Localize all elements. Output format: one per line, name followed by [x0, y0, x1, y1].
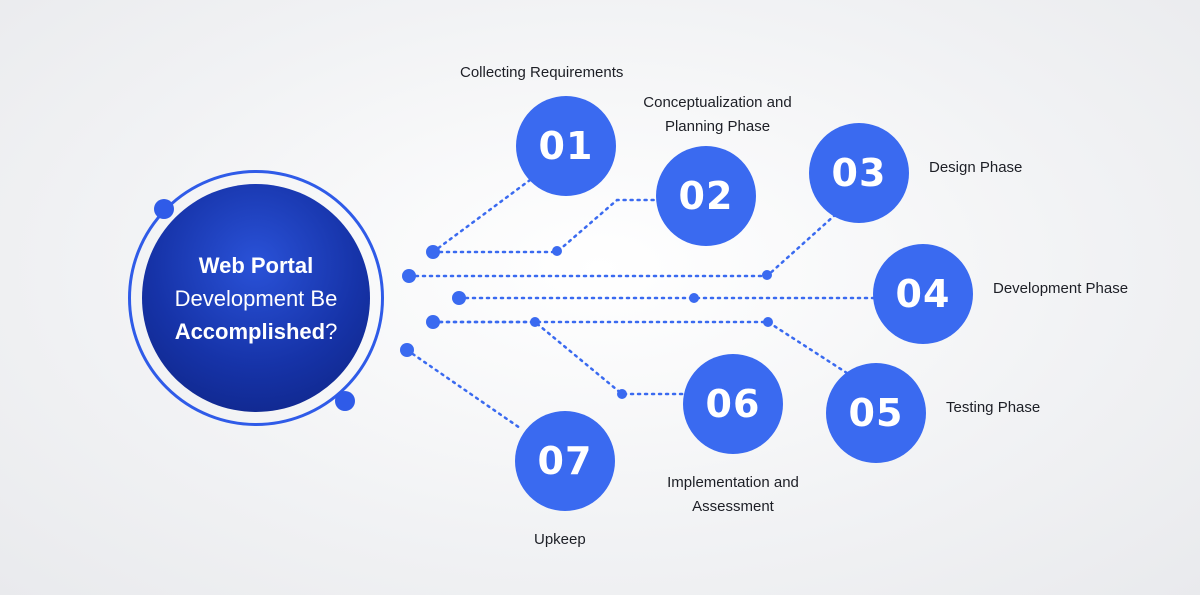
step-node-01: 01: [516, 96, 616, 196]
step-label-02: Conceptualization and Planning Phase: [620, 91, 815, 139]
step-node-07: 07: [515, 411, 615, 511]
connector-dot: [617, 389, 627, 399]
hub-ring: [128, 170, 384, 426]
connector-01: [431, 178, 532, 254]
step-node-02: 02: [656, 146, 756, 246]
step-label-01: Collecting Requirements: [460, 64, 624, 81]
connector-06: [431, 320, 687, 396]
step-node-03: 03: [809, 123, 909, 223]
connector-03: [407, 213, 837, 278]
connector-dot: [689, 293, 699, 303]
step-label-07: Upkeep: [534, 531, 586, 548]
hub-ring-dot: [154, 199, 174, 219]
connector-dot: [426, 245, 440, 259]
hub-circle: Web Portal Development Be Accomplished?: [142, 184, 370, 412]
connector-dot: [400, 343, 414, 357]
connector-dot: [763, 317, 773, 327]
step-label-02-line2: Planning Phase: [664, 118, 771, 135]
hub-title-line2: Development Be: [174, 285, 338, 311]
hub-ring-dot: [335, 391, 355, 411]
step-label-02-line1: Conceptualization and: [643, 94, 792, 111]
connector-07: [405, 348, 522, 430]
hub-title-line3: Accomplished?: [175, 315, 338, 348]
connector-dot: [402, 269, 416, 283]
step-node-04: 04: [873, 244, 973, 344]
hub-title-line1: Web Portal: [198, 252, 314, 278]
hub-title-emphasis: Accomplished: [174, 318, 326, 344]
connector-dot: [530, 317, 540, 327]
connector-02: [431, 198, 659, 254]
connector-dot: [452, 291, 466, 305]
step-label-04: Development Phase: [993, 280, 1129, 297]
step-label-06-line2: Assessment: [692, 498, 774, 515]
connector-dot: [426, 315, 440, 329]
step-label-05: Testing Phase: [946, 399, 1041, 416]
connector-dot: [552, 246, 562, 256]
step-label-06: Implementation and Assessment: [640, 471, 826, 519]
connector-dot: [762, 270, 772, 280]
step-node-05: 05: [826, 363, 926, 463]
step-label-03: Design Phase: [929, 159, 1023, 176]
step-node-06: 06: [683, 354, 783, 454]
hub-title-suffix: ?: [325, 318, 338, 344]
step-label-06-line1: Implementation and: [667, 474, 799, 491]
connector-05: [431, 320, 852, 377]
